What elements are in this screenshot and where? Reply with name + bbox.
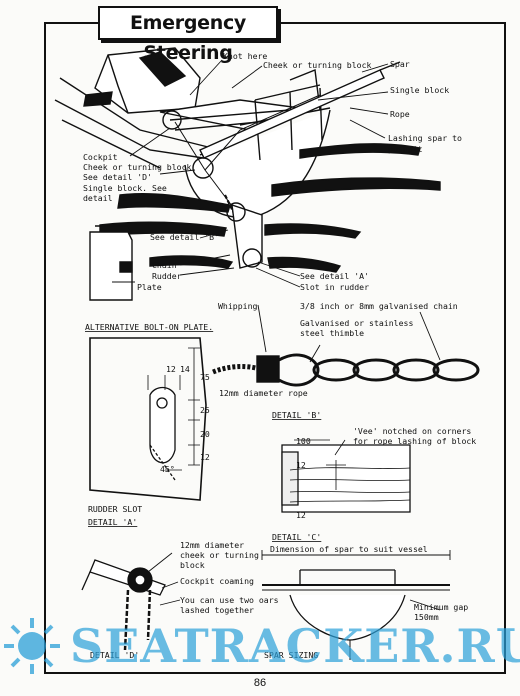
label-dimension: Dimension of spar to suit vessel [270, 544, 428, 554]
label-d-cheek-1: 12mm diameter [180, 540, 244, 550]
label-rope-spec: 12mm diameter rope [219, 388, 308, 398]
label-lashing-1: Lashing spar to [388, 133, 462, 143]
chain-rope-drawing [212, 304, 480, 387]
label-cheek-block-top: Cheek or turning block [263, 60, 372, 70]
label-d-coaming: Cockpit coaming [180, 576, 254, 586]
label-cheek-detail-d-1: Cheek or turning block [83, 162, 192, 172]
detail-b-drawing [281, 439, 411, 513]
label-see-detail-a: See detail 'A' [300, 271, 369, 281]
label-slot-in-rudder: Slot in rudder [300, 282, 369, 292]
page-number: 86 [253, 677, 267, 689]
label-see-detail-b: See detail 'B' [150, 232, 219, 242]
detail-d-drawing [81, 552, 181, 651]
dim-100: 100 [296, 436, 311, 446]
detail-a-label: DETAIL 'A' [88, 517, 137, 527]
label-cheek-detail-d-2: See detail 'D' [83, 172, 152, 182]
detail-c-drawing [261, 550, 451, 660]
spar-sizing-label: SPAR SIZING [264, 650, 318, 660]
dim-20: 20 [200, 429, 210, 439]
label-gap-1: Minimum gap [414, 602, 468, 612]
detail-c-label: DETAIL 'C' [272, 532, 321, 542]
notch-label-1: 'Vee' notched on corners [353, 426, 471, 436]
label-spar: Spar [390, 59, 410, 69]
label-chain-spec: 3/8 inch or 8mm galvanised chain [300, 301, 458, 311]
label-d-cheek-2: cheek or turning [180, 550, 259, 560]
label-rudder: Rudder [152, 271, 182, 281]
label-d-oars-1: You can use two oars [180, 595, 279, 605]
dim-12b: 12 [200, 452, 210, 462]
rudder-slot-label: RUDDER SLOT [88, 504, 142, 514]
label-plate: Plate [137, 282, 162, 292]
label-rope: Rope [390, 109, 410, 119]
dim-75: 75 [200, 372, 210, 382]
label-single-detail-c-1: Single block. See [83, 183, 167, 193]
label-knot-here: Knot here [223, 51, 267, 61]
page-title: Emergency Steering [98, 6, 278, 64]
label-d-cheek-3: block [180, 560, 205, 570]
label-cockpit: Cockpit [83, 152, 118, 162]
plate-heading: ALTERNATIVE BOLT-ON PLATE. [85, 322, 213, 332]
label-lashing-2: pushpit [388, 144, 423, 154]
boat-drawing [54, 47, 441, 301]
label-single-detail-c-2: detail 'C' [83, 193, 132, 203]
dim-angle: 45° [160, 464, 175, 474]
label-whipping: Whipping [218, 301, 258, 311]
dim-25: 25 [200, 405, 210, 415]
label-d-oars-2: lashed together [180, 605, 254, 615]
plate-detail-drawing [89, 337, 207, 501]
label-single-block: Single block [390, 85, 449, 95]
dim-12a: 12 [166, 364, 176, 374]
detail-b-heading: DETAIL 'B' [272, 410, 321, 420]
dim-b-12b: 12 [296, 510, 306, 520]
dim-14: 14 [180, 364, 190, 374]
label-chain: Chain [152, 260, 177, 270]
label-gap-2: 150mm [414, 612, 439, 622]
label-thimble-2: steel thimble [300, 328, 364, 338]
dim-b-12a: 12 [296, 460, 306, 470]
notch-label-2: for rope lashing of block [353, 436, 476, 446]
detail-d-label: DETAIL 'D' [90, 650, 139, 660]
label-thimble-1: Galvanised or stainless [300, 318, 413, 328]
